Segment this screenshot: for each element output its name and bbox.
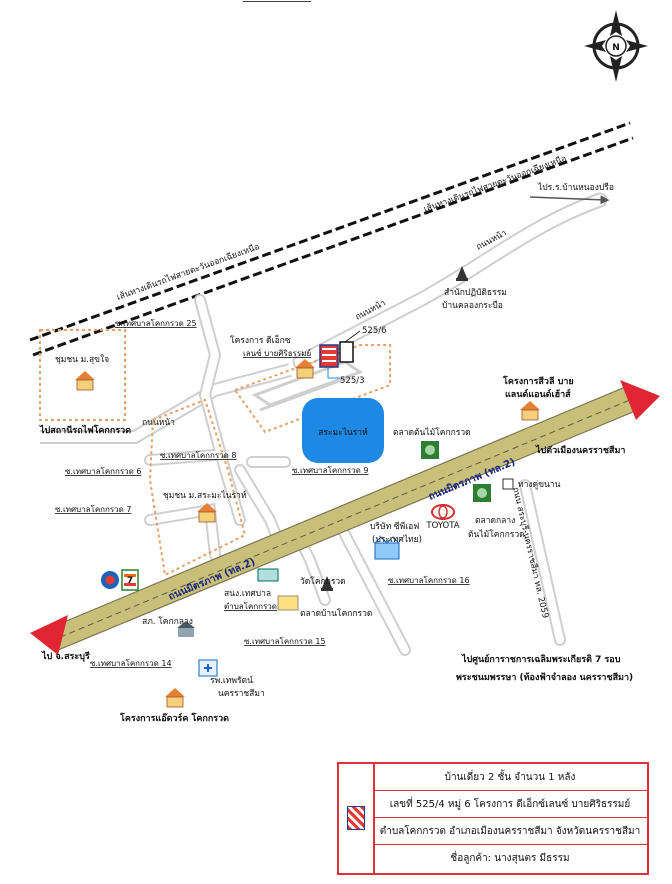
legend-cell <box>339 764 375 873</box>
toyota-label: TOYOTA <box>425 521 459 531</box>
bus-stop-icon <box>502 478 514 490</box>
community-sarasuai-label: ชุมชน ม.สระมะไนราห์ <box>163 490 246 501</box>
pond-label: สระมะไนราห์ <box>318 427 368 438</box>
project-green-label-2: แลนด์แอนด์เฮ้าส์ <box>505 388 571 400</box>
soi-9-label: ซ.เทศบาลโคกกรวด 9 <box>292 465 368 475</box>
zone-outlines <box>39 329 391 577</box>
temple-icon <box>321 576 333 591</box>
to-station-label: ไปสถานีรถไฟโคกกรวด <box>39 424 131 436</box>
temple-label: สำนักปฏิบัติธรรม <box>444 288 507 298</box>
info-line-2: เลขที่ 525/4 หมู่ 6 โครงการ ดีเอ็กซ์เลนซ… <box>373 791 647 818</box>
temple-label-2: บ้านคลองกระบือ <box>442 300 503 311</box>
to-centre-label: ไปศูนย์การาชการเฉลิมพระเกียรติ 7 รอบ <box>461 653 621 665</box>
house-icon <box>165 688 185 708</box>
house-icon <box>197 503 217 523</box>
seven-eleven-label: 7 <box>127 576 133 586</box>
north-road-label-3: ถนนหน้า <box>142 417 175 428</box>
company-label-2: (ประเทศไทย) <box>372 534 422 545</box>
community-suksai-label: ชุมชน ม.สุขใจ <box>55 354 109 365</box>
property-info-box: บ้านเดี่ยว 2 ชั้น จำนวน 1 หลัง เลขที่ 52… <box>337 762 649 875</box>
target-house-legend-icon <box>347 806 365 830</box>
to-centre-label-2: พระชนมพรรษา (ท้องฟ้าจำลอง นครราชสีมา) <box>456 672 633 683</box>
hospital-icon <box>198 659 218 677</box>
tree-icon <box>421 441 439 459</box>
bus-stop-label: ทางคู่ขนาน <box>518 480 561 490</box>
police-label: สภ. โคกกลาง <box>142 616 193 627</box>
arrow-to-nakhon-ratchasima-icon <box>620 380 660 420</box>
house-icon <box>520 401 540 421</box>
house-icon <box>75 371 95 391</box>
railway-label-upper: เส้นทางเดินรถไฟสายตะวันออกเฉียงเหนือ <box>115 241 261 303</box>
company-label: บริษัท ซีพีเอฟ <box>370 521 419 532</box>
info-line-4: ชื่อลูกค้า: นางสุนตร มีธรรม <box>450 852 570 864</box>
soi-16-label: ซ.เทศบาลโคกกรวด 16 <box>388 575 470 585</box>
station-road: ถนนหน้า <box>40 363 292 444</box>
north-road: ถนนหน้า ถนนหน้า <box>292 192 608 370</box>
tree-icon <box>473 484 491 502</box>
soi-15-label: ซ.เทศบาลโคกกรวด 15 <box>244 636 326 646</box>
factory-icon <box>374 536 400 560</box>
to-saraburi-label: ไป จ.สระบุรี <box>41 650 90 662</box>
info-line-1: บ้านเดี่ยว 2 ชั้น จำนวน 1 หลัง <box>373 764 647 791</box>
lot-525-6-label: 525/6 <box>362 326 387 336</box>
compass-north-letter: N <box>612 43 620 53</box>
soi-14-label: ซ.เทศบาลโคกกรวด 14 <box>90 658 172 668</box>
lot-525-3-label: 525/3 <box>340 376 365 386</box>
police-station-icon <box>177 621 195 637</box>
tree-market-label: ตลาดต้นไม้โคกกรวด <box>393 427 471 438</box>
project-inner-roads <box>251 360 364 412</box>
house-icon <box>295 359 315 379</box>
soi-6-label: ซ.เทศบาลโคกกรวด 6 <box>65 466 141 476</box>
compass-rose-icon: N <box>584 10 648 82</box>
pond: สระมะไนราห์ <box>302 398 384 463</box>
hospital-label: รพ.เทพรัตน์ <box>210 675 253 686</box>
toyota-logo-icon: TOYOTA <box>425 504 460 531</box>
project-title-label-2: เลนซ์ บายศิริธรรมย์ <box>243 0 311 2</box>
soi-8-label: ซ.เทศบาลโคกกรวด 8 <box>160 450 236 460</box>
school-icon <box>257 568 279 582</box>
central-market-label-2: ต้นไม้โคกกรวด <box>468 529 525 540</box>
to-ban-nong-pue-label: ไปร.ร.บ้านหนองปรือ <box>537 182 614 193</box>
temple-icon <box>456 266 468 281</box>
soi-25-label: ซ.เทศบาลโคกกรวด 25 <box>115 318 197 328</box>
gas-station-logo-icon <box>101 571 119 589</box>
to-nakhon-ratchasima-label: ไปตัวเมืองนครราชสีมา <box>535 444 625 456</box>
seven-eleven-logo-icon: 7 <box>121 569 139 591</box>
hospital-label-2: นครราชสีมา <box>218 688 265 699</box>
village-bottom-label: โครงการแอ๊ดวร์ค โคกกรวด <box>119 712 229 724</box>
info-line-3: ตำบลโคกกรวด อำเภอเมืองนครราชสีมา จังหวัด… <box>373 818 647 845</box>
project-title-label: โครงการ ดีเอ็กซ <box>230 334 291 346</box>
market-2-label: ตลาดบ้านโคกกรวด <box>300 608 372 619</box>
school-label-2: ตำบลโคกกรวด <box>224 601 277 611</box>
soi-7-label: ซ.เทศบาลโคกกรวด 7 <box>55 504 131 514</box>
arrow-to-saraburi-icon <box>30 615 68 655</box>
central-market-label: ตลาดกลาง <box>475 516 515 526</box>
school-label: สนง.เทศบาล <box>224 589 271 599</box>
market-icon <box>277 595 299 611</box>
wat-label: วัดโคกกรวด <box>300 576 346 587</box>
project-green-label: โครงการสีวลี บาย <box>502 375 574 387</box>
rail-arrow-to-ban-nong-pue <box>529 195 610 205</box>
project-title-label-2b: เลนซ์ บายศิริธรรมย์ <box>243 348 311 358</box>
